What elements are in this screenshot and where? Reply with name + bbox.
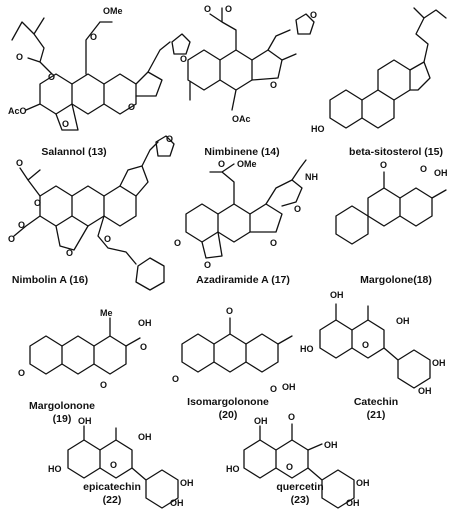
atom-label: O: [380, 160, 387, 170]
atom-label: O: [362, 340, 369, 350]
atom-label: O: [294, 204, 301, 214]
atom-label: Me: [100, 308, 113, 318]
azadiramide-a-structure: [185, 159, 307, 259]
atom-label: OH: [180, 478, 194, 488]
atom-label: O: [420, 164, 427, 174]
atom-label: O: [34, 198, 41, 208]
beta-sitosterol-structure: [329, 7, 447, 129]
atom-label: O: [310, 10, 317, 20]
atom-label: OH: [434, 168, 448, 178]
atom-label: O: [204, 4, 211, 14]
atom-label: OH: [78, 416, 92, 426]
atom-label: O: [104, 234, 111, 244]
margolonone-structure: [29, 317, 141, 375]
salannol-structure: [11, 17, 191, 131]
margolone-structure: [335, 171, 447, 245]
catechin-structure: [319, 303, 431, 389]
compound-name-17: Azadiramide A (17): [196, 274, 290, 286]
compound-number-23: (23): [291, 494, 310, 506]
atom-label: OH: [282, 382, 296, 392]
isomargolonone-structure: [181, 317, 293, 373]
atom-label: OAc: [232, 114, 251, 124]
atom-label: AcO: [8, 106, 27, 116]
atom-label: O: [166, 134, 173, 144]
atom-label: O: [172, 374, 179, 384]
quercetin-structure: [243, 423, 355, 509]
atom-label: O: [226, 306, 233, 316]
atom-label: OH: [138, 432, 152, 442]
atom-label: O: [100, 380, 107, 390]
atom-label: O: [174, 238, 181, 248]
atom-label: O: [18, 368, 25, 378]
atom-label: O: [218, 159, 225, 169]
atom-label: O: [110, 460, 117, 470]
atom-label: OMe: [103, 6, 123, 16]
compound-number-19: (19): [53, 413, 72, 425]
compound-name-22: epicatechin: [83, 481, 141, 493]
atom-label: O: [204, 260, 211, 270]
atom-label: OH: [170, 498, 184, 508]
nimbolin-a-structure: [13, 135, 175, 291]
atom-label: HO: [48, 464, 62, 474]
compound-name-18: Margolone(18): [360, 274, 432, 286]
compound-name-19: Margolonone: [29, 400, 95, 412]
compound-name-23: quercetin: [276, 481, 323, 493]
compound-name-14: Nimbinene (14): [204, 146, 279, 158]
atom-label: OH: [324, 440, 338, 450]
compound-name-15: beta-sitosterol (15): [349, 146, 443, 158]
nimbinene-structure: [187, 7, 315, 111]
atom-label: O: [8, 234, 15, 244]
atom-label: O: [90, 32, 97, 42]
compound-number-22: (22): [103, 494, 122, 506]
atom-label: O: [62, 119, 69, 129]
atom-label: OH: [432, 358, 446, 368]
compound-name-13: Salannol (13): [41, 146, 106, 158]
atom-label: HO: [226, 464, 240, 474]
compound-name-20: Isomargolonone: [187, 396, 269, 408]
atom-label: O: [140, 342, 147, 352]
compound-number-20: (20): [219, 409, 238, 421]
atom-label: OH: [138, 318, 152, 328]
compound-name-21: Catechin: [354, 396, 398, 408]
compound-number-21: (21): [367, 409, 386, 421]
atom-label: O: [270, 238, 277, 248]
epicatechin-structure: [67, 425, 179, 509]
atom-label: OH: [254, 416, 268, 426]
atom-label: HO: [311, 124, 325, 134]
atom-label: OH: [346, 498, 360, 508]
atom-label: OH: [356, 478, 370, 488]
atom-label: O: [286, 462, 293, 472]
atom-label: O: [16, 52, 23, 62]
atom-label: O: [225, 4, 232, 14]
atom-label: O: [48, 72, 55, 82]
atom-label: O: [128, 102, 135, 112]
atom-label: OMe: [237, 159, 257, 169]
atom-label: OH: [330, 290, 344, 300]
atom-label: O: [270, 384, 277, 394]
atom-label: OH: [418, 386, 432, 396]
atom-label: NH: [305, 172, 318, 182]
atom-label: O: [18, 220, 25, 230]
atom-label: O: [270, 80, 277, 90]
compound-name-16: Nimbolin A (16): [12, 274, 88, 286]
atom-label: O: [66, 248, 73, 258]
atom-label: OH: [396, 316, 410, 326]
atom-label: O: [180, 54, 187, 64]
atom-label: HO: [300, 344, 314, 354]
atom-label: O: [288, 412, 295, 422]
atom-label: O: [16, 158, 23, 168]
